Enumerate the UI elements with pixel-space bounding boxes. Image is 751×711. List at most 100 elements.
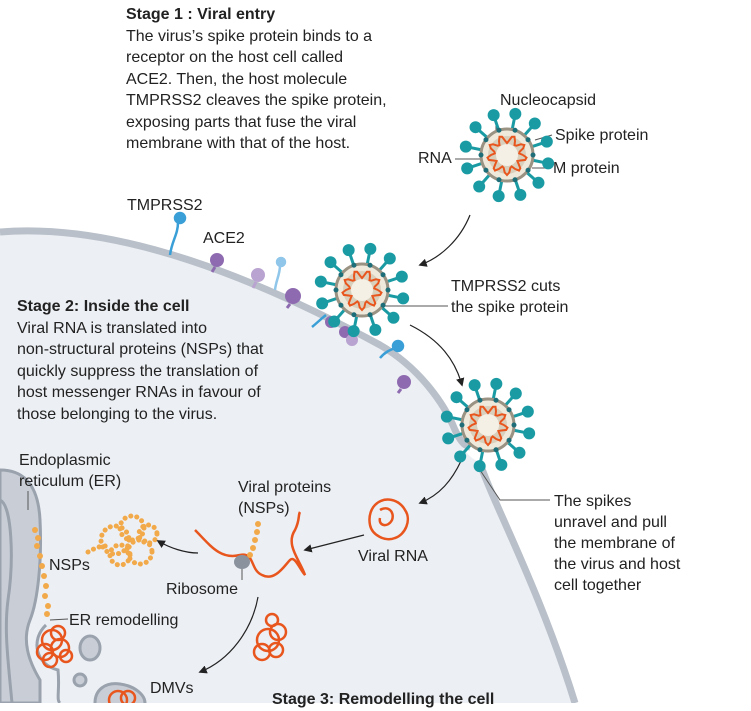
spike-head bbox=[459, 140, 472, 153]
m-protein bbox=[338, 272, 344, 278]
stage2-line: host messenger RNAs in favour of bbox=[17, 384, 261, 401]
label-tmprss2-cuts: TMPRSS2 cuts the spike protein bbox=[451, 276, 568, 318]
spike-head bbox=[387, 311, 400, 324]
ribosome-shape bbox=[234, 555, 250, 569]
m-protein bbox=[333, 287, 339, 293]
stage1-line: exposing parts that fuse the viral bbox=[126, 113, 357, 131]
spike-head bbox=[473, 460, 486, 473]
stage2-line: non-structural proteins (NSPs) that bbox=[17, 341, 264, 358]
label-spikes-unravel: The spikes unravel and pull the membrane… bbox=[554, 491, 680, 596]
m-protein bbox=[496, 127, 502, 133]
m-protein bbox=[493, 397, 499, 403]
arrow-to-host bbox=[418, 214, 471, 267]
nsp-cluster bbox=[85, 513, 160, 568]
spike-head bbox=[523, 427, 536, 440]
label-line: the virus and host bbox=[554, 556, 681, 573]
m-protein bbox=[525, 167, 531, 173]
spike-head bbox=[324, 256, 337, 269]
rna-tangle-er bbox=[35, 624, 74, 669]
arrow-to-viral-rna bbox=[418, 460, 462, 505]
spike-head bbox=[440, 410, 453, 423]
m-protein bbox=[525, 137, 531, 143]
label-line: The spikes bbox=[554, 493, 632, 510]
virus-rna bbox=[341, 270, 383, 312]
spike-head bbox=[540, 135, 553, 148]
stage2-title: Stage 2: Inside the cell bbox=[17, 298, 190, 315]
nsp-chain-er bbox=[32, 527, 51, 617]
stage2-line: those belonging to the virus. bbox=[17, 405, 218, 423]
label-viral-proteins: Viral proteins (NSPs) bbox=[238, 477, 331, 519]
m-protein bbox=[506, 437, 512, 443]
label-line: unravel and pull bbox=[554, 514, 667, 531]
endoplasmic-reticulum-shape bbox=[0, 468, 147, 703]
stage1-line: receptor on the host cell called bbox=[126, 49, 344, 66]
virus-free bbox=[459, 107, 555, 203]
spike-head bbox=[369, 323, 382, 336]
m-protein bbox=[380, 302, 386, 308]
m-protein bbox=[367, 262, 373, 268]
spike-head bbox=[542, 157, 555, 170]
m-protein bbox=[367, 312, 373, 318]
m-protein bbox=[380, 272, 386, 278]
stage1-block: Stage 1 : Viral entry The virus’s spike … bbox=[126, 4, 387, 155]
label-viral-rna: Viral RNA bbox=[358, 548, 428, 565]
spike-head bbox=[342, 244, 355, 257]
stage1-title: Stage 1 : Viral entry bbox=[126, 6, 276, 23]
m-protein bbox=[483, 167, 489, 173]
m-protein bbox=[459, 422, 465, 428]
spike-head bbox=[487, 109, 500, 122]
m-protein bbox=[338, 302, 344, 308]
spike-head bbox=[461, 162, 474, 175]
m-protein bbox=[496, 177, 502, 183]
m-protein bbox=[478, 152, 484, 158]
spike-head bbox=[513, 446, 526, 459]
label-dmvs: DMVs bbox=[150, 680, 194, 697]
m-protein bbox=[512, 177, 518, 183]
virus-fusing bbox=[440, 377, 536, 473]
spike-head bbox=[528, 117, 541, 130]
stage2-line: quickly suppress the translation of bbox=[17, 362, 259, 380]
m-protein bbox=[506, 407, 512, 413]
label-m-protein: M protein bbox=[553, 160, 620, 177]
spike-head bbox=[316, 297, 329, 310]
spike-head bbox=[495, 458, 508, 471]
label-line: the membrane of bbox=[554, 535, 675, 552]
label-nsps: NSPs bbox=[49, 557, 90, 574]
spike-head bbox=[509, 387, 522, 400]
m-protein bbox=[493, 447, 499, 453]
label-line: Endoplasmic bbox=[19, 452, 111, 469]
m-protein bbox=[477, 447, 483, 453]
spike-head bbox=[468, 379, 481, 392]
stage2-block: Stage 2: Inside the cell Viral RNA is tr… bbox=[17, 296, 263, 425]
spike-head bbox=[364, 242, 377, 255]
cell-membrane-lower bbox=[477, 464, 579, 703]
host-cell bbox=[0, 230, 575, 703]
spike-head bbox=[328, 315, 341, 328]
spike-head bbox=[532, 176, 545, 189]
label-line: TMPRSS2 cuts bbox=[451, 278, 561, 295]
m-protein bbox=[483, 137, 489, 143]
arrow-to-ribosome bbox=[303, 534, 365, 553]
stage1-line: membrane with that of the host. bbox=[126, 135, 351, 152]
label-line: (NSPs) bbox=[238, 500, 290, 517]
rna-tangle-center bbox=[252, 612, 288, 662]
m-protein bbox=[351, 262, 357, 268]
spike-head bbox=[347, 325, 360, 338]
spike-head bbox=[509, 107, 522, 120]
spike-head bbox=[397, 292, 410, 305]
stage1-line: TMPRSS2 cleaves the spike protein, bbox=[126, 92, 387, 109]
m-protein bbox=[477, 397, 483, 403]
label-ace2: ACE2 bbox=[203, 230, 245, 247]
label-er: Endoplasmic reticulum (ER) bbox=[19, 450, 121, 492]
virus-rna bbox=[467, 405, 509, 447]
label-line: Viral proteins bbox=[238, 479, 332, 496]
label-line: the spike protein bbox=[451, 299, 569, 316]
virus-binding bbox=[314, 242, 410, 338]
m-protein bbox=[351, 312, 357, 318]
spike-head bbox=[395, 270, 408, 283]
spike-head bbox=[490, 377, 503, 390]
spike-head bbox=[383, 252, 396, 265]
rna-tangle-dmv bbox=[107, 689, 137, 703]
stage1-line: ACE2. Then, the host molecule bbox=[126, 70, 348, 88]
